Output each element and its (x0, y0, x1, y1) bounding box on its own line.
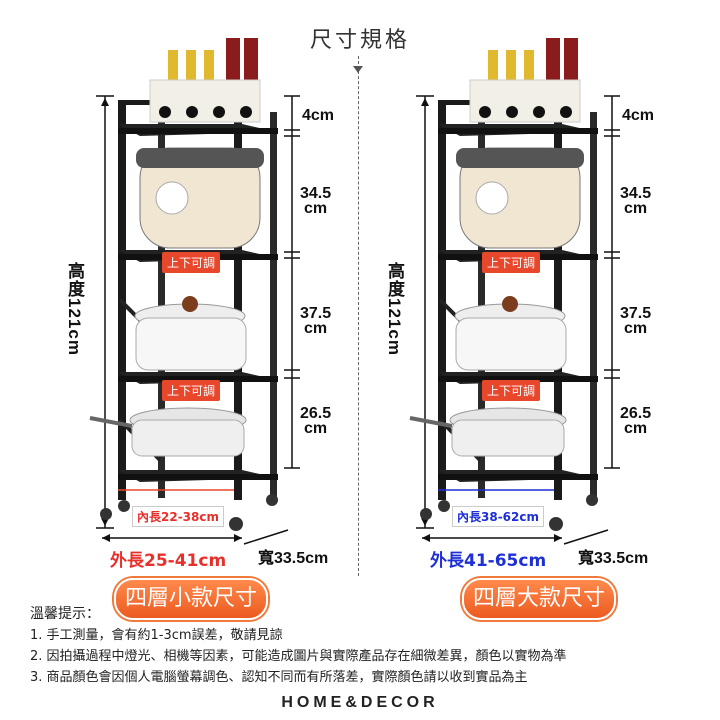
rack-illustration-large (409, 38, 620, 545)
center-divider (358, 56, 359, 576)
note-item: 3. 商品顏色會因個人電腦螢幕調色、認知不同而有所落差，實際顏色請以收到實品為主 (30, 670, 528, 685)
brand-logo: HOME&DECOR (281, 694, 439, 711)
dim-tier3: 26.5 cm (300, 405, 332, 437)
outer-length-label: 外長41-65cm (430, 551, 547, 571)
height-label: 高度121cm (65, 262, 84, 356)
dim-top: 4cm (622, 107, 655, 124)
height-label: 高度121cm (385, 262, 404, 356)
dim-tier2: 37.5 cm (620, 305, 652, 337)
width-label: 寬33.5cm (258, 550, 329, 567)
adjustable-badge-lower: 上下可調 (162, 380, 221, 401)
large-size-panel: 高度121cm 4cm 34.5 cm 37.5 cm 26.5 cm 上下可調… (320, 0, 680, 600)
dim-tier2: 37.5 cm (300, 305, 332, 337)
page-title: 尺寸規格 (309, 28, 410, 53)
small-size-panel: 高度121cm 4cm 34.5 cm 37.5 cm 26.5 cm 上下可調… (0, 0, 360, 600)
notes-heading: 溫馨提示： (30, 606, 100, 622)
dim-tier1: 34.5 cm (620, 185, 652, 217)
note-item: 2. 因拍攝過程中燈光、相機等因素，可能造成圖片與實際產品存在細微差異，顏色以實… (30, 649, 567, 664)
adjustable-badge-upper: 上下可調 (482, 252, 541, 273)
small-size-badge: 四層小款尺寸 (114, 578, 268, 620)
dim-top: 4cm (302, 107, 335, 124)
adjustable-badge-upper: 上下可調 (162, 252, 221, 273)
notes-section: 溫馨提示： 1. 手工測量，會有約1-3cm誤差，敬請見諒 2. 因拍攝過程中燈… (30, 604, 567, 688)
divider-arrow-icon (353, 66, 363, 73)
inner-length-label: 內長22-38cm (132, 506, 224, 527)
outer-length-label: 外長25-41cm (110, 551, 227, 571)
note-item: 1. 手工測量，會有約1-3cm誤差，敬請見諒 (30, 628, 283, 643)
dim-tier3: 26.5 cm (620, 405, 652, 437)
width-label: 寬33.5cm (578, 550, 649, 567)
dim-tier1: 34.5 cm (300, 185, 332, 217)
large-size-badge: 四層大款尺寸 (462, 578, 616, 620)
adjustable-badge-lower: 上下可調 (482, 380, 541, 401)
inner-length-label: 內長38-62cm (452, 506, 544, 527)
